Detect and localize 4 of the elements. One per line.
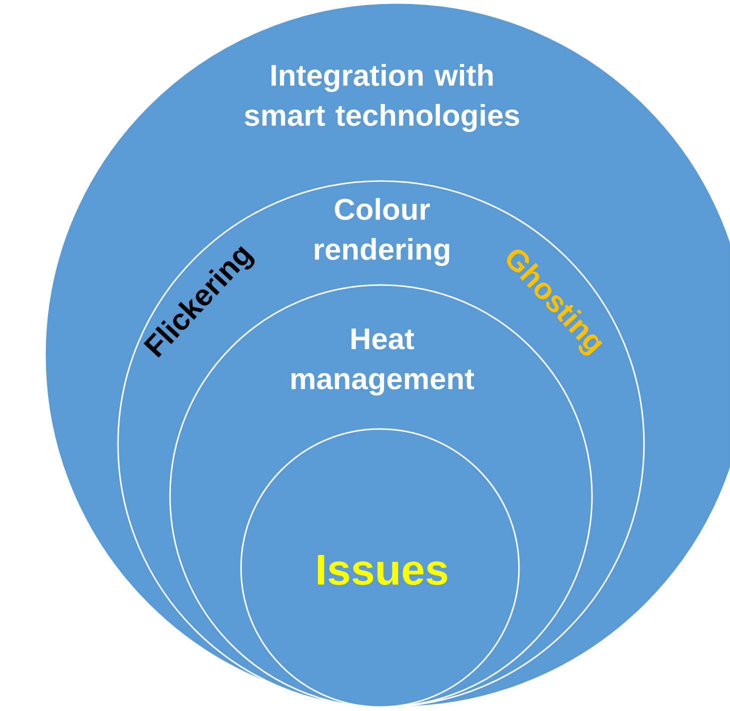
circle-label: Integration with smart technologies bbox=[244, 64, 520, 132]
circle-label: Heat management bbox=[291, 328, 474, 396]
circle-label: Colour rendering bbox=[314, 198, 450, 266]
circle-label: Issues bbox=[318, 555, 448, 585]
